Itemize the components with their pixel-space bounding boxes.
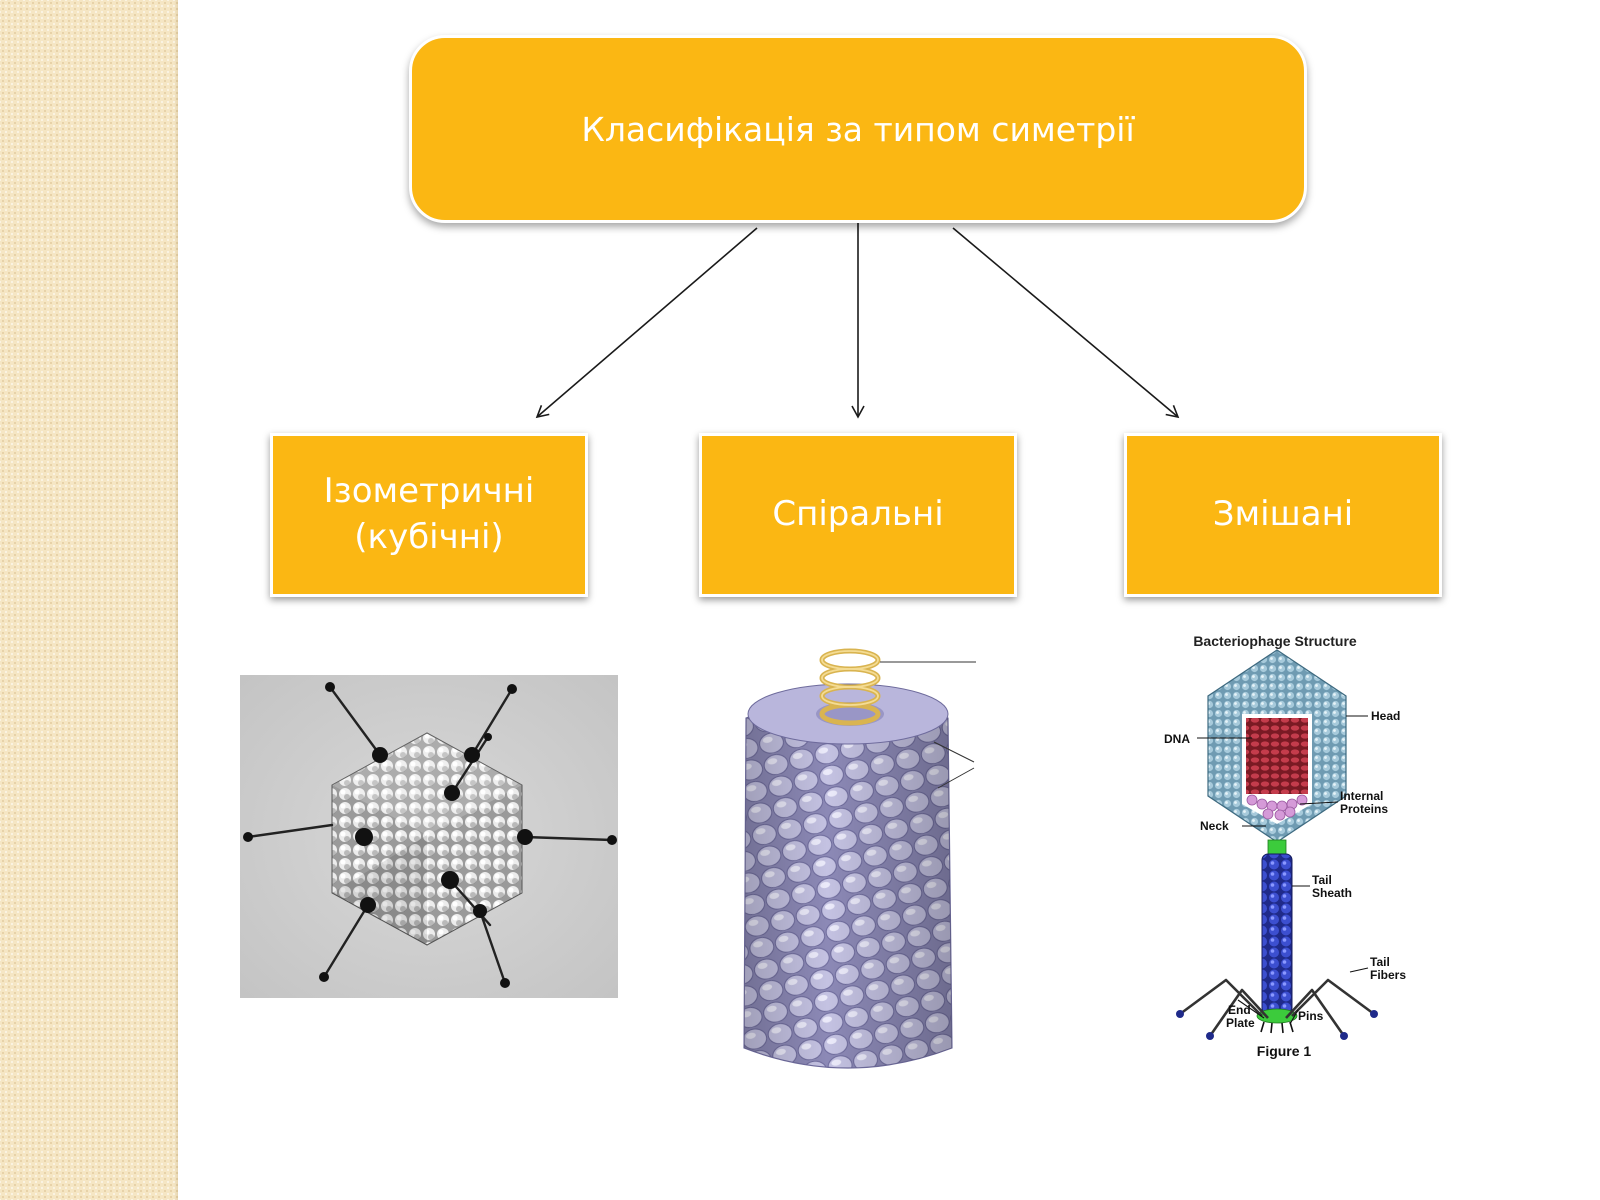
label-dna: DNA (1164, 732, 1190, 746)
label-tail-fibers-1: Tail (1370, 955, 1390, 969)
bacteriophage-title: Bacteriophage Structure (1193, 633, 1357, 649)
icosahedral-virus-micrograph (240, 675, 618, 998)
bacteriophage-caption: Figure 1 (1257, 1043, 1312, 1059)
label-neck: Neck (1200, 819, 1229, 833)
child-node-isometric: Ізометричні (кубічні) (270, 433, 588, 597)
child-node-mixed-label: Змішані (1212, 494, 1354, 535)
connector-root-to-mixed (952, 227, 1180, 419)
label-internal-proteins-2: Proteins (1340, 802, 1388, 816)
child-node-isometric-label: Ізометричні (кубічні) (323, 471, 535, 557)
connector-root-to-isometric (535, 227, 758, 419)
helical-capsid-illustration (743, 648, 976, 1069)
child-node-mixed: Змішані (1124, 433, 1442, 597)
label-end-plate-2: Plate (1226, 1016, 1255, 1030)
root-node-label: Класифікація за типом симетрії (581, 109, 1135, 149)
label-tail-sheath-1: Tail (1312, 873, 1332, 887)
root-node-symmetry-classification: Класифікація за типом симетрії (409, 35, 1307, 223)
label-tail-sheath-2: Sheath (1312, 886, 1352, 900)
child-node-spiral-label: Спіральні (772, 494, 944, 535)
child-node-spiral: Спіральні (699, 433, 1017, 597)
label-pins: Pins (1298, 1009, 1324, 1023)
label-end-plate-1: End (1228, 1003, 1251, 1017)
decorative-side-strip (0, 0, 178, 1200)
label-tail-fibers-2: Fibers (1370, 968, 1406, 982)
bacteriophage-structure-diagram: Bacteriophage Structure He (1164, 633, 1406, 1059)
label-internal-proteins-1: Internal (1340, 789, 1383, 803)
label-head: Head (1371, 709, 1400, 723)
